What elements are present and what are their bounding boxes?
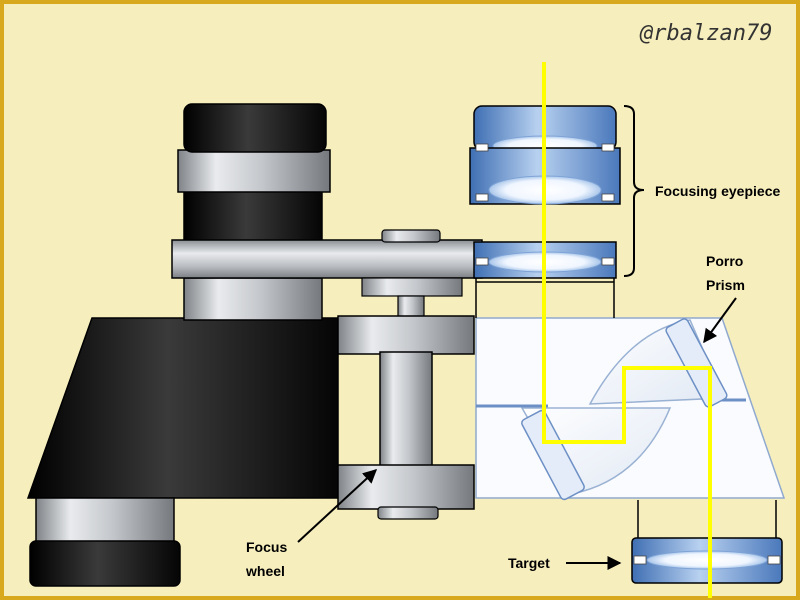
objective-lens-clip-left [633,555,647,565]
eyepiece-clip [601,143,615,152]
label-target: Target [508,555,550,571]
short-axle [397,295,425,319]
arrow-focus-wheel [297,469,378,543]
focus-wheel-top [337,315,475,355]
label-focusing-eyepiece: Focusing eyepiece [655,183,780,199]
focus-mechanism [171,229,483,520]
upper-collar [361,277,463,297]
porro-prism-lower-face [521,409,585,501]
eyepiece-clip [601,193,615,202]
eyepiece-clip [475,143,489,152]
objective-ring [35,497,175,544]
label-focus-wheel-line2: wheel [245,563,285,579]
eyepiece-clip [601,257,615,266]
eyepiece-ring [177,149,331,193]
objective-cap [29,540,181,587]
bridge-knob [381,229,441,243]
eyecup [183,103,327,153]
eyepiece-bracket [623,105,645,277]
label-porro-prism-line2: Prism [706,277,745,293]
objective-lens-clip-right [767,555,781,565]
focus-wheel [337,464,475,510]
light-path [542,62,712,598]
focus-shaft [379,351,433,468]
watermark: @rbalzan79 [639,21,772,46]
eyepiece-clip [475,193,489,202]
arrow-porro-prism [703,297,737,344]
bridge-bar [171,239,483,279]
eyepiece-lower-collar [183,277,323,321]
eyepiece-clip [475,257,489,266]
focus-wheel-bottom-cap [377,506,439,520]
eyepiece-tube [183,189,323,243]
label-porro-prism-line1: Porro [706,253,743,269]
label-focus-wheel-line1: Focus [246,539,287,555]
objective-lens [646,550,768,570]
